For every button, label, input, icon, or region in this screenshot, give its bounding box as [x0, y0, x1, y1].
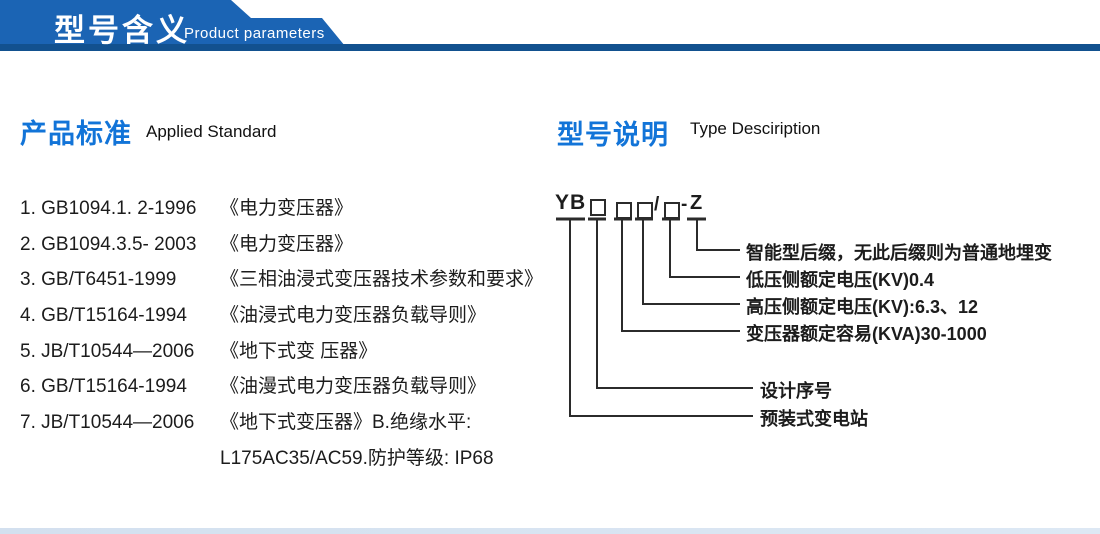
type-heading-zh: 型号说明 [557, 120, 669, 150]
model-code-suffix: Z [690, 192, 703, 214]
standard-item: 1. GB1094.1. 2-1996 《电力变压器》 [20, 193, 560, 220]
standards-heading-zh: 产品标准 [20, 119, 132, 149]
standard-code: 6. GB/T15164-1994 [20, 376, 187, 397]
standard-title: 《三相油浸式变压器技术参数和要求》 [220, 269, 544, 290]
model-code-box-hv [637, 202, 653, 219]
diagram-label-design: 设计序号 [760, 381, 832, 401]
connector-line-station [569, 220, 753, 417]
standard-title: L175AC35/AC59.防护等级: IP68 [220, 448, 494, 469]
standard-title: 《地下式变 压器》 [220, 341, 378, 362]
standard-title: 《油浸式电力变压器负载导则》 [220, 305, 487, 326]
model-code-box-capacity [616, 202, 632, 219]
standard-code: 3. GB/T6451-1999 [20, 269, 177, 290]
model-code-slash: / [654, 194, 660, 215]
standard-item: 7. JB/T10544—2006 《地下式变压器》B.绝缘水平: [20, 407, 560, 434]
standard-title: 《地下式变压器》B.绝缘水平: [220, 412, 472, 433]
page-subtitle: Product parameters [184, 25, 325, 42]
standard-title: 《油漫式电力变压器负载导则》 [220, 376, 487, 397]
diagram-label-suffix: 智能型后缀，无此后缀则为普通地埋变 [746, 243, 1052, 263]
connector-line-design [596, 220, 753, 389]
type-heading-en: Type Desciription [690, 119, 821, 138]
diagram-label-capacity: 变压器额定容易(KVA)30-1000 [746, 324, 987, 344]
standard-code: 1. GB1094.1. 2-1996 [20, 198, 197, 219]
connector-line-lv [669, 220, 740, 278]
connector-line-hv [642, 220, 740, 305]
diagram-label-lv: 低压侧额定电压(KV)0.4 [746, 270, 935, 290]
standard-item: 6. GB/T15164-1994 《油漫式电力变压器负载导则》 [20, 371, 560, 398]
standard-code: 7. JB/T10544—2006 [20, 412, 195, 433]
connector-line-capacity [621, 220, 740, 332]
connector-line-suffix [696, 220, 740, 251]
standard-title: 《电力变压器》 [220, 198, 354, 219]
page-title: 型号含义 [54, 13, 190, 48]
standard-item-continuation: L175AC35/AC59.防护等级: IP68 [20, 443, 560, 470]
diagram-label-hv: 高压侧额定电压(KV):6.3、12 [746, 297, 979, 317]
standard-item: 4. GB/T15164-1994 《油浸式电力变压器负载导则》 [20, 300, 560, 327]
standard-item: 5. JB/T10544—2006 《地下式变 压器》 [20, 336, 560, 363]
model-code-dash: - [681, 194, 688, 215]
header-underline-bar [0, 44, 1100, 51]
connector-elbows [569, 220, 753, 417]
model-code-box-design [590, 199, 606, 216]
standard-item: 2. GB1094.3.5- 2003 《电力变压器》 [20, 229, 560, 256]
bottom-strip [0, 528, 1100, 534]
model-code-prefix: YB [555, 191, 587, 214]
diagram-label-station: 预装式变电站 [760, 409, 868, 429]
standard-code: 5. JB/T10544—2006 [20, 341, 195, 362]
model-code-box-lv [664, 202, 680, 219]
standard-item: 3. GB/T6451-1999 《三相油浸式变压器技术参数和要求》 [20, 264, 560, 291]
standard-code: 2. GB1094.3.5- 2003 [20, 234, 197, 255]
standard-code: 4. GB/T15164-1994 [20, 305, 187, 326]
standards-heading-en: Applied Standard [146, 122, 277, 141]
standard-title: 《电力变压器》 [220, 234, 354, 255]
